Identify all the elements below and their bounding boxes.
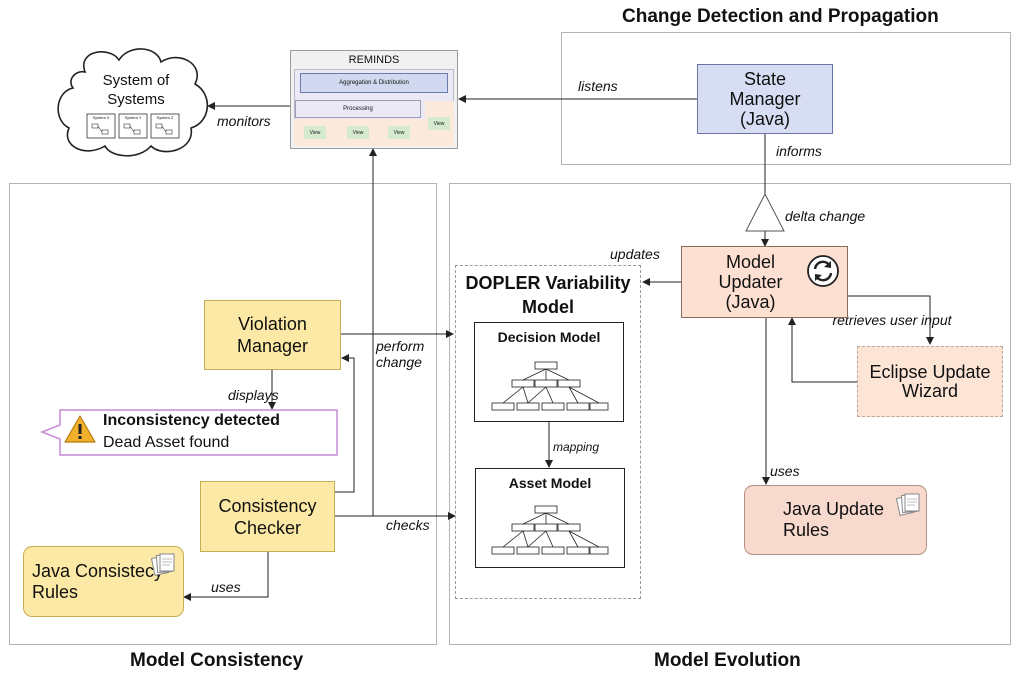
- java-update-rules-box: Java Update Rules: [744, 485, 927, 555]
- arrow-wizard-back: [788, 317, 857, 383]
- asset-model-title: Asset Model: [508, 475, 592, 491]
- system-of-systems-cloud: [57, 48, 209, 157]
- mini-system-y: [118, 113, 148, 139]
- document-stack-icon: [896, 493, 920, 516]
- reminds-title: REMINDS: [348, 54, 400, 66]
- warning-icon: [64, 415, 96, 443]
- view-box-3: View: [388, 126, 410, 139]
- notification-callout: [40, 409, 338, 456]
- model-consistency-title: Model Consistency: [130, 650, 304, 671]
- decision-model-title: Decision Model: [497, 329, 601, 345]
- notification-body: Dead Asset found: [103, 434, 230, 451]
- model-updater-label: Model Updater (Java): [718, 252, 783, 312]
- mini-system-z: [150, 113, 180, 139]
- state-manager-box: State Manager (Java): [697, 64, 833, 134]
- view-box-1: View: [304, 126, 326, 139]
- change-detection-title: Change Detection and Propagation: [622, 6, 939, 27]
- dopler-variability-model-frame: [455, 265, 641, 599]
- consistency-checker-label: Consistency Checker: [218, 495, 317, 538]
- mini-system-y-label: System Y: [124, 115, 142, 120]
- reminds-box: REMINDS Aggregation & Distribution Proce…: [290, 50, 458, 149]
- label-listens: listens: [578, 78, 618, 94]
- label-uses-update: uses: [770, 463, 800, 479]
- violation-manager-box: Violation Manager: [204, 300, 341, 370]
- document-stack-icon: [151, 553, 175, 576]
- java-consistency-rules-label: Java Consistecy Rules: [32, 560, 164, 602]
- label-perform-change: perform change: [376, 338, 425, 370]
- label-updates: updates: [610, 246, 660, 262]
- mini-system-x-label: System X: [92, 115, 110, 120]
- eclipse-update-wizard-label: Eclipse Update Wizard: [869, 361, 991, 401]
- delta-change-triangle: [745, 192, 785, 232]
- decision-model-tree: [491, 361, 609, 411]
- label-informs: informs: [776, 143, 822, 159]
- label-retrieves-user-input: retrieves user input: [832, 312, 952, 328]
- dopler-title: DOPLER Variability Model: [465, 273, 631, 317]
- label-displays: displays: [228, 387, 279, 403]
- model-consistency-frame: [9, 183, 437, 645]
- model-evolution-title: Model Evolution: [654, 650, 801, 671]
- mini-system-z-label: System Z: [156, 115, 174, 120]
- aggregation-distribution-box: Aggregation & Distribution: [300, 73, 448, 93]
- arrow-retrieves: [848, 295, 934, 345]
- state-manager-label: State Manager (Java): [729, 69, 801, 129]
- asset-model-tree: [491, 505, 609, 555]
- system-of-systems-label: System of Systems: [102, 72, 170, 108]
- notification-title: Inconsistency detected: [103, 412, 280, 429]
- label-uses-consistency: uses: [211, 579, 241, 595]
- java-update-rules-label: Java Update Rules: [783, 499, 885, 540]
- label-monitors: monitors: [217, 113, 271, 129]
- label-checks: checks: [386, 517, 430, 533]
- view-box-2: View: [347, 126, 369, 139]
- label-delta-change: delta change: [785, 208, 866, 224]
- eclipse-update-wizard-box: Eclipse Update Wizard: [857, 346, 1003, 417]
- view-box-4: View: [428, 117, 450, 130]
- violation-manager-label: Violation Manager: [236, 314, 309, 356]
- arrow-uses-consistency: [183, 552, 269, 601]
- arrow-to-violation: [335, 354, 355, 493]
- label-mapping: mapping: [553, 440, 600, 454]
- processing-box: Processing: [295, 100, 421, 118]
- refresh-icon: [807, 255, 839, 287]
- consistency-checker-box: Consistency Checker: [200, 481, 335, 552]
- mini-system-x: [86, 113, 116, 139]
